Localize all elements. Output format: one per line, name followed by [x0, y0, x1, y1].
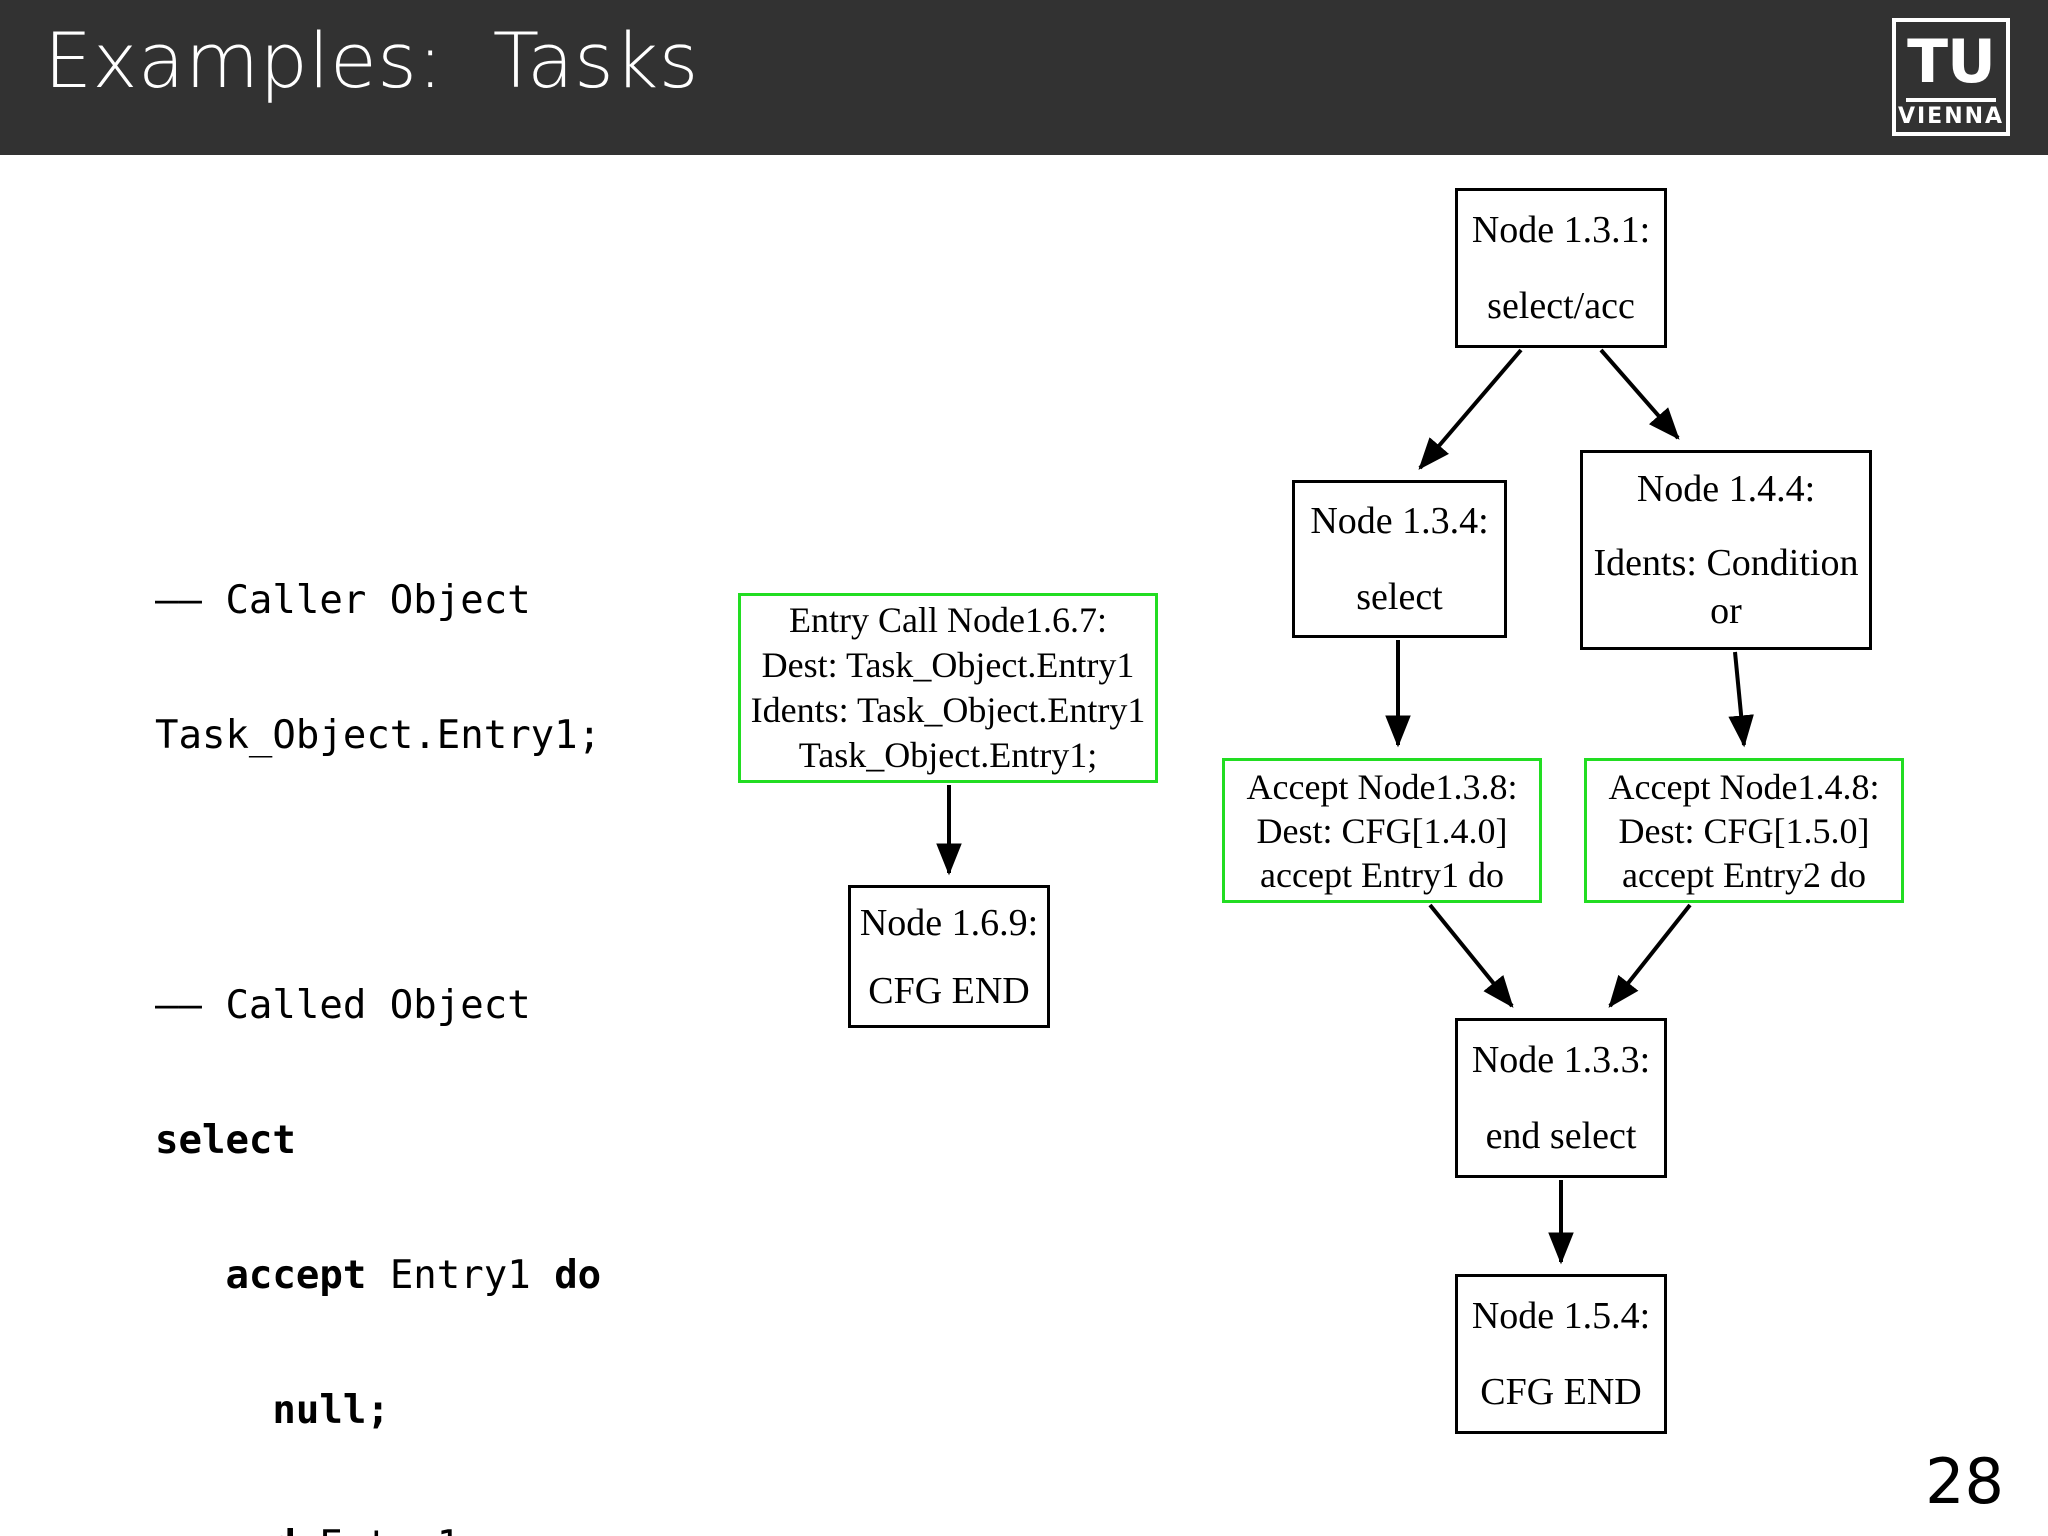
- code-line: null;: [272, 1388, 390, 1433]
- node-body-line: select: [1356, 576, 1443, 618]
- code-line: [155, 848, 648, 893]
- page-title: Examples: Tasks: [44, 16, 699, 105]
- node-title: Node 1.3.4:: [1310, 500, 1489, 542]
- code-line: —— Called Object: [155, 983, 531, 1028]
- node-accept-1-4-8[interactable]: Accept Node1.4.8: Dest: CFG[1.5.0] accep…: [1584, 758, 1904, 903]
- node-title: Node 1.5.4:: [1471, 1295, 1651, 1337]
- node-1-4-4[interactable]: Node 1.4.4: Idents: Condition or: [1580, 450, 1872, 650]
- code-line: Task_Object.Entry1;: [155, 713, 602, 758]
- node-title: Accept Node1.3.8:: [1246, 766, 1518, 807]
- code-line: select: [155, 1118, 296, 1163]
- node-body-line: Dest: CFG[1.5.0]: [1618, 810, 1870, 851]
- node-body-line: accept Entry1 do: [1260, 854, 1504, 895]
- node-body-line: CFG END: [1480, 1371, 1642, 1413]
- logo-vienna-text: VIENNA: [1897, 104, 2005, 129]
- slide-header: Examples: Tasks TU VIENNA: [0, 0, 2048, 155]
- node-body-line: Idents: Condition: [1593, 542, 1859, 584]
- logo-divider: [1906, 98, 1996, 102]
- node-title: Entry Call Node1.6.7:: [789, 600, 1107, 640]
- node-entry-call-1-6-7[interactable]: Entry Call Node1.6.7: Dest: Task_Object.…: [738, 593, 1158, 783]
- node-body-line: CFG END: [868, 969, 1030, 1012]
- node-1-3-3[interactable]: Node 1.3.3: end select: [1455, 1018, 1667, 1178]
- node-title: Node 1.3.3:: [1471, 1039, 1651, 1081]
- node-title: Accept Node1.4.8:: [1608, 766, 1880, 807]
- code-line: end Entry1;: [155, 1523, 648, 1536]
- ada-code-listing: —— Caller Object Task_Object.Entry1; —— …: [155, 488, 648, 1536]
- code-line: accept Entry1 do: [225, 1253, 602, 1298]
- node-body-line: select/acc: [1487, 285, 1635, 327]
- node-title: Node 1.3.1:: [1471, 209, 1651, 251]
- node-body-line: Idents: Task_Object.Entry1: [750, 690, 1146, 730]
- node-body-line: Dest: CFG[1.4.0]: [1256, 810, 1508, 851]
- logo-tu-text: TU: [1907, 27, 1996, 97]
- node-body-line: accept Entry2 do: [1622, 854, 1866, 895]
- node-1-6-9[interactable]: Node 1.6.9: CFG END: [848, 885, 1050, 1028]
- node-title: Node 1.6.9:: [859, 901, 1039, 944]
- page-number: 28: [1925, 1445, 2004, 1518]
- node-body-line: Task_Object.Entry1;: [798, 735, 1098, 775]
- node-1-3-1[interactable]: Node 1.3.1: select/acc: [1455, 188, 1667, 348]
- node-accept-1-3-8[interactable]: Accept Node1.3.8: Dest: CFG[1.4.0] accep…: [1222, 758, 1542, 903]
- node-title: Node 1.4.4:: [1636, 468, 1816, 510]
- node-1-5-4[interactable]: Node 1.5.4: CFG END: [1455, 1274, 1667, 1434]
- code-line: —— Caller Object: [155, 578, 531, 623]
- node-body-line: Dest: Task_Object.Entry1: [761, 645, 1135, 685]
- node-1-3-4[interactable]: Node 1.3.4: select: [1292, 480, 1507, 638]
- node-body-line: or: [1710, 590, 1742, 632]
- tu-vienna-logo: TU VIENNA: [1892, 18, 2010, 136]
- node-body-line: end select: [1485, 1115, 1637, 1157]
